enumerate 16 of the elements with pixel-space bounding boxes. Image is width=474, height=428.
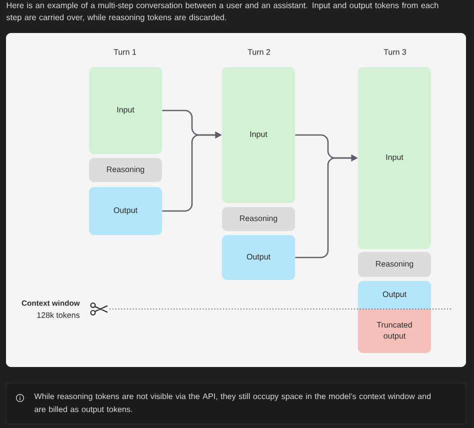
reasoning-block: Reasoning xyxy=(358,252,431,277)
input-block: Input xyxy=(89,67,162,154)
note-text: While reasoning tokens are not visible via the API, they still occupy space in the model’s context window and are billed as output tokens. xyxy=(34,393,431,414)
truncated-output-block: Truncated output xyxy=(358,309,431,353)
column-heading: Turn 1 xyxy=(114,49,136,55)
token-limit-label: 128k tokens xyxy=(37,312,80,318)
input-block: Input xyxy=(222,67,295,203)
input-block: Input xyxy=(358,67,431,249)
reasoning-block: Reasoning xyxy=(89,158,162,182)
output-block: Output xyxy=(358,281,431,309)
output-block: Output xyxy=(222,235,295,280)
output-block: Output xyxy=(89,187,162,235)
column-heading: Turn 2 xyxy=(248,49,270,55)
reasoning-block: Reasoning xyxy=(222,207,295,231)
intro-text: Here is an example of a multi-step conversation between a user and an assistant. Input and output tokens from each step are carried over, while reasoning tokens are discarded. xyxy=(6,2,438,22)
column-heading: Turn 3 xyxy=(384,49,406,55)
